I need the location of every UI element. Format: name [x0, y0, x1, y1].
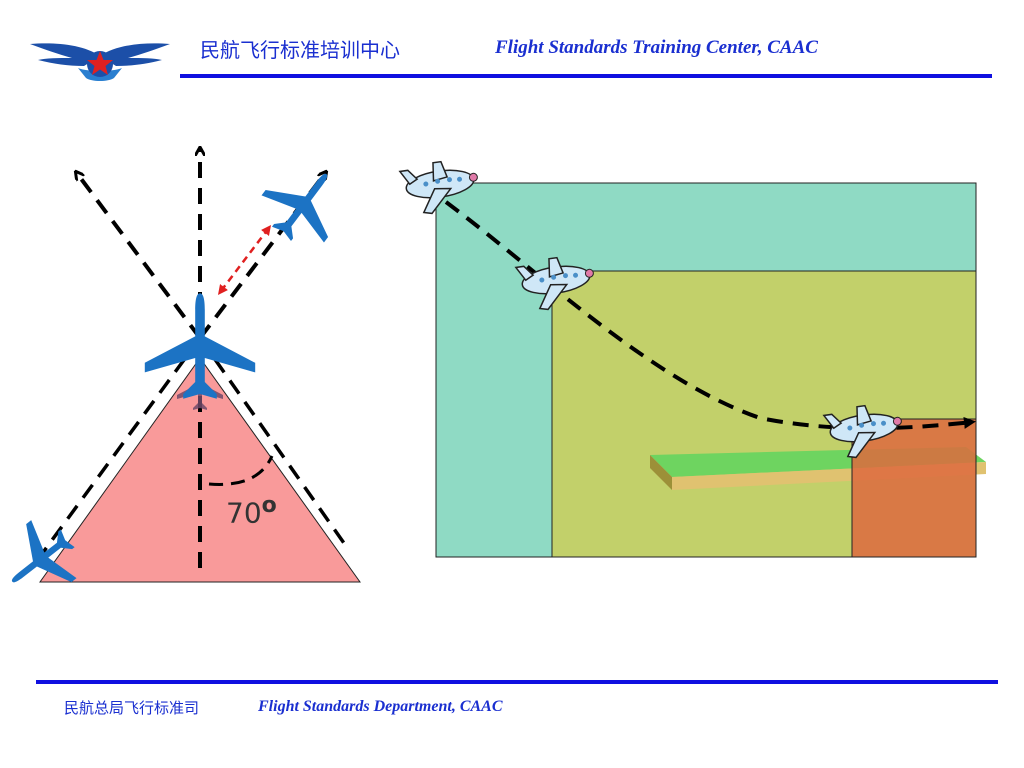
angle-arc: [208, 455, 274, 486]
footer-dept-en: Flight Standards Department, CAAC: [258, 698, 503, 715]
header-title-en: Flight Standards Training Center, CAAC: [495, 37, 818, 58]
runway-end-area: [851, 418, 977, 558]
footer-divider: [36, 680, 998, 684]
departure-protection-zone: [39, 357, 361, 583]
aircraft-turning-icon: [250, 150, 358, 258]
caac-wings-logo: [30, 43, 170, 81]
aircraft-main-icon: [144, 293, 256, 399]
footer-dept-cn: 民航总局飞行标准司: [64, 699, 200, 717]
angle-value: 70: [226, 496, 262, 530]
separation-arrow: [217, 225, 272, 295]
header-divider: [180, 74, 992, 78]
degree-symbol: o: [261, 493, 277, 518]
header-title-cn: 民航飞行标准培训中心: [200, 38, 400, 62]
splay-line-left: [34, 336, 202, 564]
track-left: [76, 172, 202, 340]
angle-label: 70o: [226, 493, 277, 529]
splay-line-right: [198, 336, 348, 548]
